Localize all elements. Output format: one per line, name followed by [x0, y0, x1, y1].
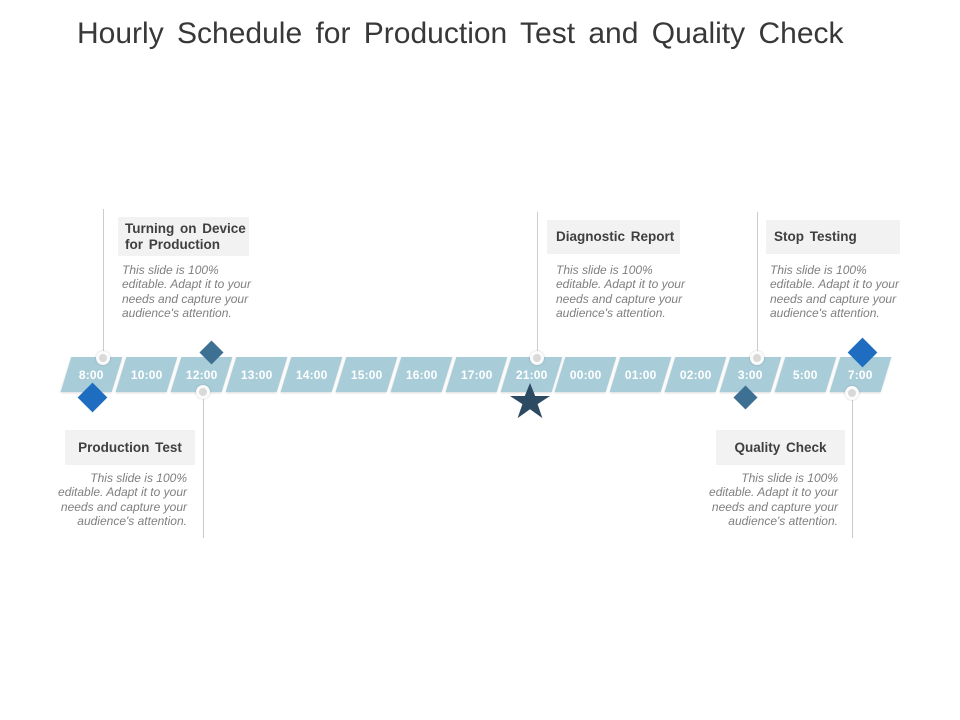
- event-title-stop-testing: Stop Testing: [766, 220, 900, 254]
- event-title-line: Quality Check: [734, 439, 827, 455]
- time-label: 12:00: [185, 367, 218, 382]
- time-label: 5:00: [793, 367, 819, 382]
- timeline-segment: 14:00: [280, 357, 343, 392]
- time-label: 02:00: [679, 367, 712, 382]
- event-title-production-test: Production Test: [65, 430, 195, 465]
- time-label: 15:00: [350, 367, 382, 382]
- timeline-segment: 16:00: [390, 357, 452, 392]
- event-title-line: Turning on Device: [125, 220, 246, 236]
- connector-circle-3-00: [750, 351, 764, 365]
- timeline-segment: 02:00: [664, 357, 727, 392]
- event-title-line: Diagnostic Report: [556, 229, 675, 244]
- timeline-segment: 00:00: [555, 357, 617, 392]
- event-title-turning-on-device: Turning on Device for Production: [118, 217, 249, 256]
- connector-circle-7-00: [845, 386, 859, 400]
- event-title-line: Stop Testing: [774, 229, 857, 244]
- event-description-production-test: This slide is 100% editable. Adapt it to…: [58, 471, 187, 528]
- timeline-segment: 5:00: [774, 357, 837, 392]
- connector-line-3-00: [757, 212, 758, 358]
- time-label: 14:00: [295, 367, 328, 382]
- time-label: 01:00: [624, 367, 657, 382]
- time-label: 13:00: [240, 367, 273, 382]
- event-description-stop-testing: This slide is 100% editable. Adapt it to…: [770, 263, 899, 320]
- timeline-segment: 15:00: [335, 357, 397, 392]
- event-description-quality-check: This slide is 100% editable. Adapt it to…: [709, 471, 838, 528]
- connector-line-21-00: [537, 212, 538, 358]
- time-label: 7:00: [848, 367, 873, 382]
- time-label: 17:00: [460, 367, 492, 382]
- time-label: 8:00: [79, 367, 104, 382]
- timeline-bar: 8:00 10:00 12:00 13:00 14:00 15:00 16:00…: [60, 357, 892, 392]
- time-label: 00:00: [570, 367, 602, 382]
- event-description-turning-on-device: This slide is 100% editable. Adapt it to…: [122, 263, 251, 320]
- time-label: 3:00: [738, 367, 764, 382]
- time-label: 10:00: [130, 367, 163, 382]
- event-title-line: Production Test: [78, 439, 182, 455]
- event-description-diagnostic-report: This slide is 100% editable. Adapt it to…: [556, 263, 685, 320]
- connector-circle-8-00: [96, 351, 110, 365]
- timeline-segment: 10:00: [115, 357, 178, 392]
- timeline-segment: 17:00: [445, 357, 507, 392]
- connector-line-8-00: [103, 209, 104, 358]
- event-title-quality-check: Quality Check: [716, 430, 845, 465]
- timeline-segment: 13:00: [225, 357, 288, 392]
- connector-line-7-00: [852, 393, 853, 538]
- connector-circle-21-00: [530, 351, 544, 365]
- event-title-line: for Production: [125, 236, 220, 252]
- time-label: 21:00: [515, 367, 547, 382]
- connector-line-12-00: [203, 392, 204, 538]
- timeline-segment: 01:00: [610, 357, 672, 392]
- event-title-diagnostic-report: Diagnostic Report: [547, 220, 680, 254]
- slide-title: Hourly Schedule for Production Test and …: [77, 17, 844, 50]
- time-label: 16:00: [405, 367, 437, 382]
- connector-circle-12-00: [196, 385, 210, 399]
